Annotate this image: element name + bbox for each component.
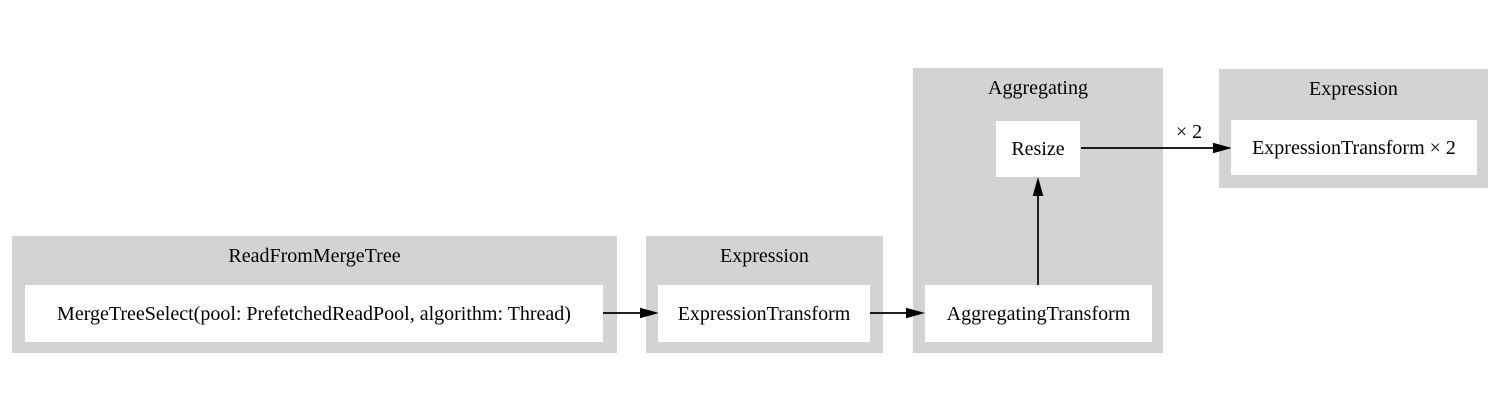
cluster-title-expression-2: Expression: [1309, 78, 1398, 100]
edge-arrowhead-mergetreeselect-expressiontransform: [640, 307, 659, 319]
node-resize: Resize: [996, 121, 1080, 177]
node-expressiontransform: ExpressionTransform: [658, 285, 870, 342]
edge-arrowhead-aggregatingtransform-resize: [1032, 177, 1044, 196]
cluster-title-aggregating: Aggregating: [988, 77, 1088, 99]
node-expressiontransform-x2: ExpressionTransform × 2: [1231, 120, 1477, 175]
cluster-title-readfrommergetree: ReadFromMergeTree: [228, 245, 401, 267]
edge-arrowhead-resize-expressiontransform-x2: [1213, 142, 1232, 154]
edge-arrowhead-expressiontransform-aggregatingtransform: [906, 307, 925, 319]
node-aggregatingtransform: AggregatingTransform: [925, 285, 1152, 342]
edge-multiplicity-label: × 2: [1175, 121, 1203, 143]
node-mergetreeselect: MergeTreeSelect(pool: PrefetchedReadPool…: [25, 285, 603, 342]
cluster-title-expression-1: Expression: [720, 245, 809, 267]
